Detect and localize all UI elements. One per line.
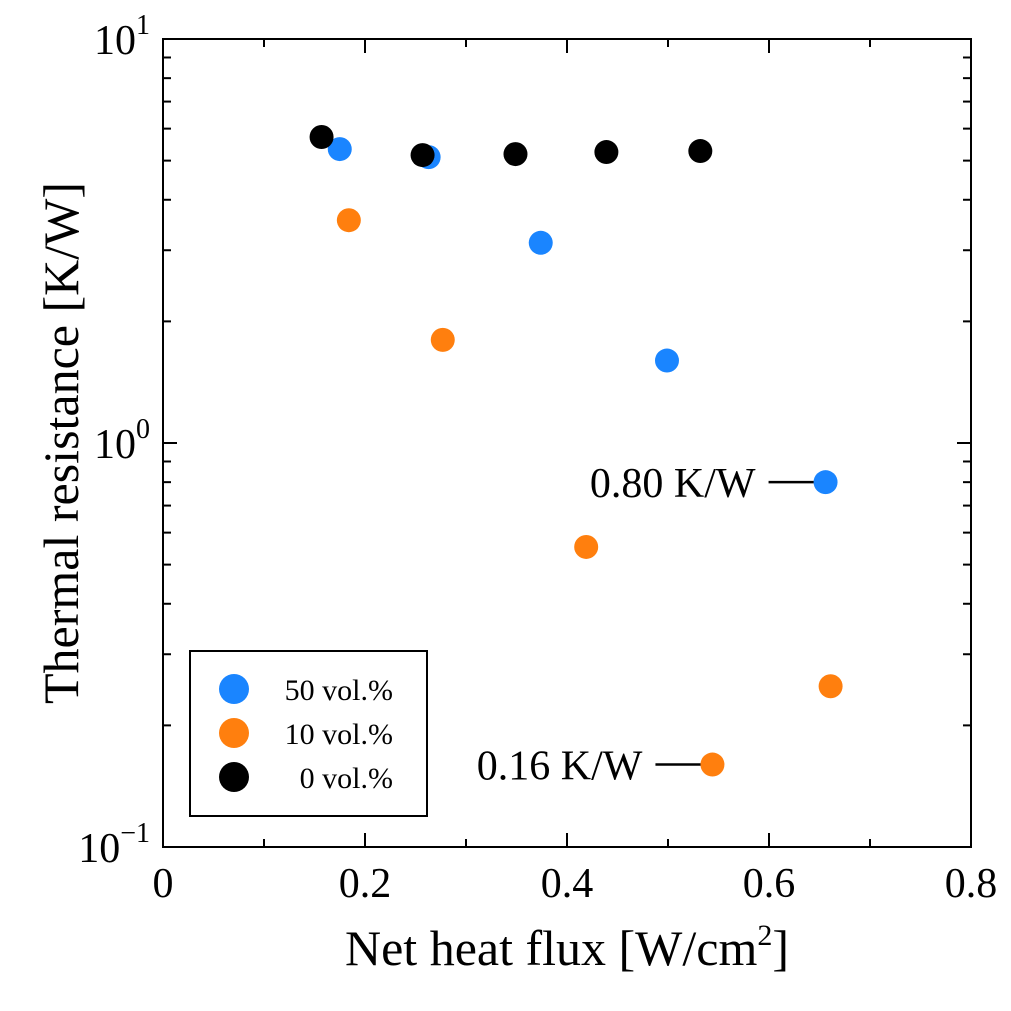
data-point (818, 674, 843, 699)
plot-frame (162, 38, 972, 848)
annotation-label: 0.80 K/W (590, 461, 756, 507)
data-point (309, 125, 334, 150)
y-axis-label: Thermal resistance [K/W] (33, 182, 89, 704)
annotation-label: 0.16 K/W (477, 744, 643, 790)
data-point (430, 327, 455, 352)
data-point (688, 139, 713, 164)
data-point (654, 348, 679, 373)
legend-label: 50 vol.% (285, 674, 393, 707)
y-tick-label: 101 (94, 10, 150, 64)
legend-marker (219, 762, 249, 792)
legend-label: 0 vol.% (300, 762, 393, 795)
data-point (574, 534, 599, 559)
legend-label: 10 vol.% (285, 718, 393, 751)
legend-marker (219, 674, 249, 704)
data-point (700, 752, 725, 777)
annotations: 0.80 K/W 0.16 K/W (477, 461, 826, 790)
data-point (327, 137, 352, 162)
data-point (594, 140, 619, 165)
x-tick-label: 0 (153, 861, 174, 907)
x-tick-labels: 0 0.2 0.4 0.6 0.8 (153, 861, 998, 907)
y-tick-labels: 101 100 10−1 (78, 10, 150, 872)
x-tick-label: 0.6 (743, 861, 796, 907)
data-point (503, 142, 528, 167)
legend: 50 vol.% 10 vol.% 0 vol.% (189, 650, 428, 817)
x-tick-label: 0.8 (945, 861, 998, 907)
x-tick-label: 0.4 (541, 861, 594, 907)
data-points (309, 125, 843, 777)
data-point (336, 208, 361, 233)
x-axis-label: Net heat flux [W/cm2] (345, 919, 789, 976)
y-tick-label: 100 (94, 414, 150, 468)
legend-marker (219, 718, 249, 748)
x-tick-label: 0.2 (339, 861, 392, 907)
data-point (528, 230, 553, 255)
y-tick-label: 10−1 (78, 818, 150, 872)
data-point (813, 470, 838, 495)
data-point (410, 143, 435, 168)
